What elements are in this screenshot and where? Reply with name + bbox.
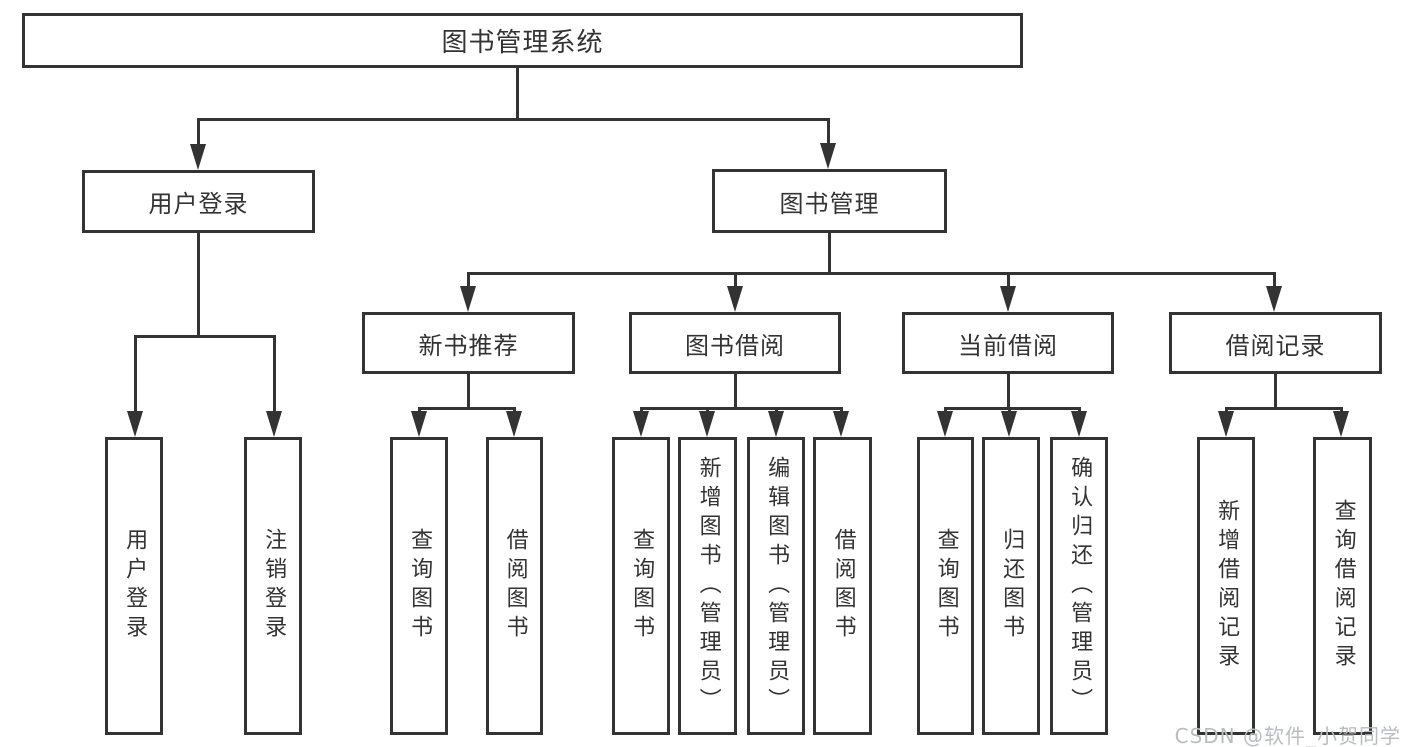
connector-line xyxy=(734,374,737,407)
leaf-query-borrow-record-label: 查询借阅记录 xyxy=(1330,499,1356,673)
leaf-user-login: 用户登录 xyxy=(105,437,163,735)
arrow-down-icon xyxy=(820,143,836,169)
leaf-query-books-current-label: 查询图书 xyxy=(933,528,959,644)
node-borrow-records-label: 借阅记录 xyxy=(1225,331,1326,360)
arrow-down-icon xyxy=(1333,411,1349,437)
leaf-query-books-recommend: 查询图书 xyxy=(390,437,448,735)
node-new-book-recommend-label: 新书推荐 xyxy=(418,331,519,360)
arrow-down-icon xyxy=(633,411,649,437)
leaf-logout-label: 注销登录 xyxy=(261,528,287,644)
arrow-down-icon xyxy=(1218,411,1234,437)
node-book-management-label: 图书管理 xyxy=(779,189,880,218)
connector-line xyxy=(134,335,137,413)
leaf-add-books-admin: 新增图书（管理员） xyxy=(678,437,737,735)
connector-line xyxy=(828,233,831,272)
leaf-logout: 注销登录 xyxy=(244,437,302,735)
connector-line xyxy=(197,118,830,121)
node-current-borrow-label: 当前借阅 xyxy=(958,331,1058,360)
leaf-borrow-books: 借阅图书 xyxy=(813,437,872,735)
leaf-add-borrow-record: 新增借阅记录 xyxy=(1197,437,1255,735)
leaf-return-books: 归还图书 xyxy=(982,437,1040,735)
leaf-return-books-label: 归还图书 xyxy=(999,528,1025,644)
connector-line xyxy=(467,272,470,290)
connector-line xyxy=(1225,407,1343,410)
arrow-down-icon xyxy=(1000,286,1016,312)
csdn-watermark: CSDN @软件_小贺同学 xyxy=(1174,724,1401,747)
arrow-down-icon xyxy=(1071,411,1087,437)
connector-line xyxy=(467,374,470,407)
connector-line xyxy=(827,118,830,145)
node-current-borrow: 当前借阅 xyxy=(902,312,1114,374)
connector-line xyxy=(134,335,276,338)
node-root-label: 图书管理系统 xyxy=(441,28,604,58)
node-book-management: 图书管理 xyxy=(712,169,947,233)
node-borrow-records: 借阅记录 xyxy=(1169,312,1382,374)
connector-line xyxy=(1274,374,1277,407)
arrow-down-icon xyxy=(699,411,715,437)
leaf-query-books-borrow-label: 查询图书 xyxy=(629,528,655,644)
arrow-down-icon xyxy=(768,411,784,437)
leaf-add-books-admin-label: 新增图书（管理员） xyxy=(695,455,721,717)
node-new-book-recommend: 新书推荐 xyxy=(362,312,575,374)
node-book-borrow: 图书借阅 xyxy=(629,312,841,374)
connector-line xyxy=(516,68,519,118)
connector-line xyxy=(1273,272,1276,290)
leaf-borrow-books-recommend: 借阅图书 xyxy=(486,437,543,735)
leaf-edit-books-admin: 编辑图书（管理员） xyxy=(747,437,805,735)
arrow-down-icon xyxy=(127,411,143,437)
leaf-confirm-return-admin: 确认归还（管理员） xyxy=(1050,437,1108,735)
arrow-down-icon xyxy=(1001,411,1017,437)
leaf-borrow-books-label: 借阅图书 xyxy=(830,528,856,644)
node-book-borrow-label: 图书借阅 xyxy=(685,331,785,360)
leaf-add-borrow-record-label: 新增借阅记录 xyxy=(1214,499,1240,673)
connector-line xyxy=(467,272,1276,275)
node-user-login: 用户登录 xyxy=(82,170,315,233)
arrow-down-icon xyxy=(833,411,849,437)
leaf-query-books-current: 查询图书 xyxy=(917,437,974,735)
connector-line xyxy=(1007,374,1010,407)
leaf-borrow-books-recommend-label: 借阅图书 xyxy=(502,528,528,644)
arrow-down-icon xyxy=(1266,286,1282,312)
leaf-user-login-label: 用户登录 xyxy=(122,528,148,644)
arrow-down-icon xyxy=(937,411,953,437)
connector-line xyxy=(944,407,1081,410)
connector-line xyxy=(1007,272,1010,290)
connector-line xyxy=(197,233,200,335)
connector-line xyxy=(197,118,200,146)
leaf-edit-books-admin-label: 编辑图书（管理员） xyxy=(764,455,790,717)
arrow-down-icon xyxy=(727,286,743,312)
arrow-down-icon xyxy=(190,144,206,170)
leaf-query-books-borrow: 查询图书 xyxy=(612,437,670,735)
leaf-query-borrow-record: 查询借阅记录 xyxy=(1313,437,1372,735)
leaf-query-books-recommend-label: 查询图书 xyxy=(407,528,433,644)
connector-line xyxy=(640,407,843,410)
arrow-down-icon xyxy=(460,286,476,312)
connector-line xyxy=(273,335,276,413)
leaf-confirm-return-admin-label: 确认归还（管理员） xyxy=(1067,455,1093,717)
node-root: 图书管理系统 xyxy=(22,13,1023,68)
connector-line xyxy=(418,407,516,410)
arrow-down-icon xyxy=(411,411,427,437)
node-user-login-label: 用户登录 xyxy=(148,190,249,218)
connector-line xyxy=(734,272,737,290)
arrow-down-icon xyxy=(506,411,522,437)
arrow-down-icon xyxy=(266,411,282,437)
